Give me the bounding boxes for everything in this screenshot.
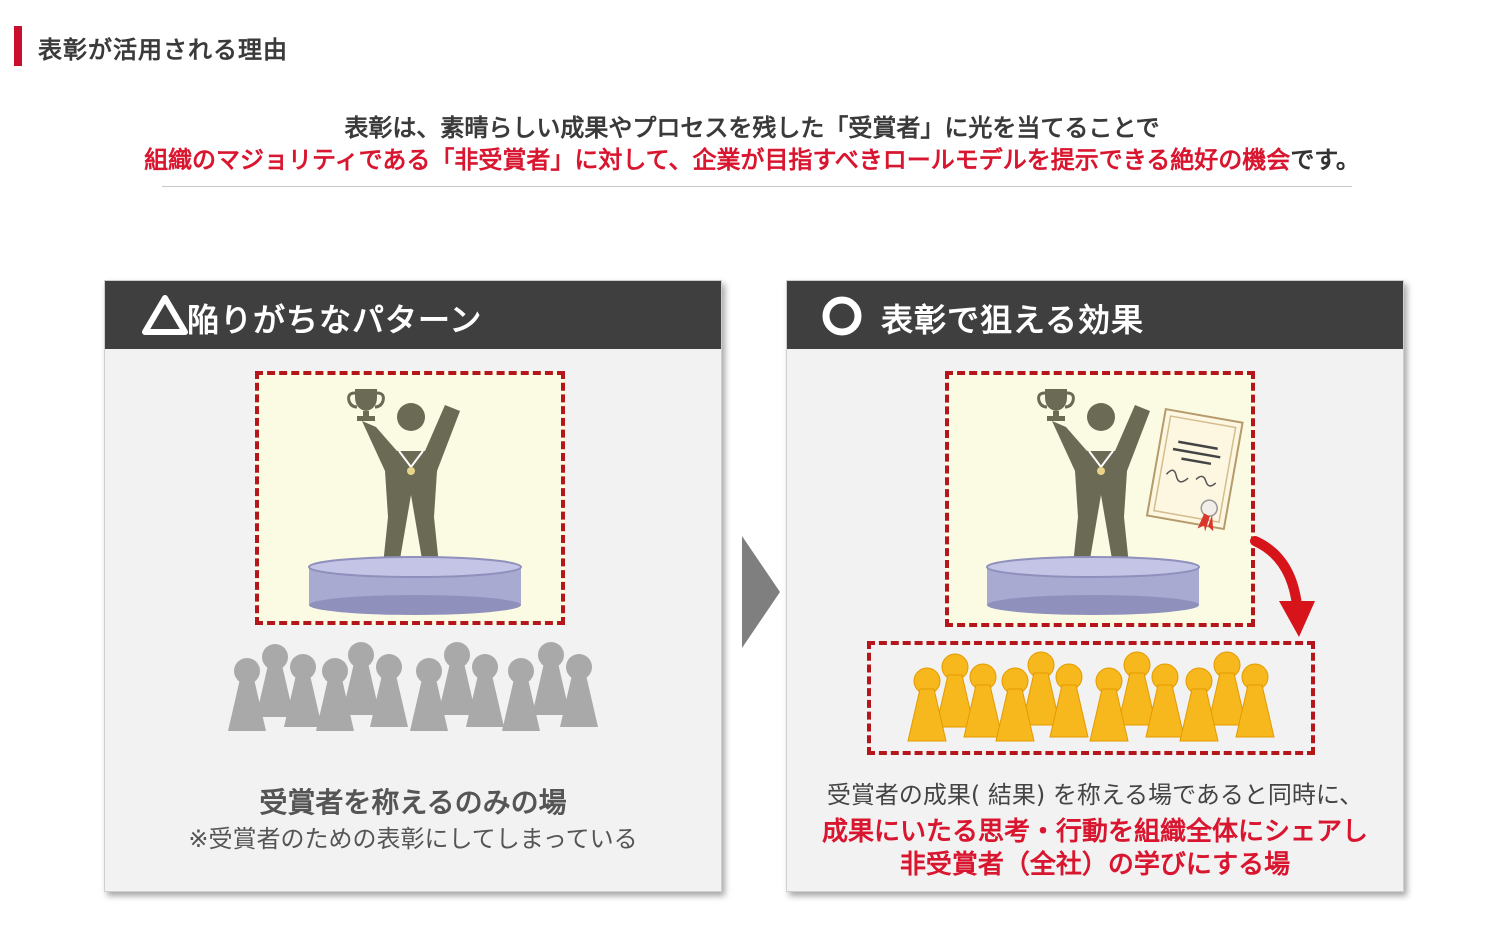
non-winners-crowd-gray: [228, 642, 598, 731]
person-figure: [362, 403, 460, 565]
podium: [986, 556, 1200, 615]
winner-on-podium-illustration: [308, 389, 522, 615]
curved-arrow-down-icon: [1250, 536, 1315, 637]
winner-stage-box: [255, 371, 565, 625]
trophy-icon: [347, 389, 385, 421]
lead-line-2: 組織のマジョリティである「非受賞者」に対して、企業が目指すべきロールモデルを提示…: [0, 140, 1504, 175]
pitfall-panel-header: 陥りがちなパターン: [105, 281, 721, 349]
winner-with-certificate-illustration: [986, 389, 1244, 615]
effect-line-1: 受賞者の成果( 結果) を称える場であると同時に、: [826, 781, 1364, 809]
trophy-icon: [1037, 389, 1075, 421]
winner-stage-box: [945, 371, 1255, 627]
effect-line-3: 非受賞者（全社）の学びにする場: [899, 850, 1291, 880]
effect-panel: 表彰で狙える効果: [786, 280, 1404, 892]
certificate-icon: [1145, 407, 1244, 532]
title-accent-bar: [14, 26, 22, 66]
non-winners-box: [867, 641, 1315, 755]
effect-panel-header: 表彰で狙える効果: [787, 281, 1403, 349]
person-figure: [1052, 403, 1150, 565]
page-title: 表彰が活用される理由: [38, 36, 288, 64]
effect-line-2: 成果にいたる思考・行動を組織全体にシェアし: [821, 817, 1368, 847]
non-winners-crowd-gold: [907, 651, 1275, 742]
triangle-icon: [142, 295, 188, 335]
chevron-right-icon: [742, 536, 780, 648]
divider: [162, 186, 1352, 187]
pitfall-note: ※受賞者のための表彰にしてしまっている: [188, 825, 638, 853]
effect-heading: 表彰で狙える効果: [881, 301, 1145, 339]
pitfall-heading: 陥りがちなパターン: [187, 301, 483, 339]
lead-line-2-end: です。: [1290, 146, 1360, 174]
pitfall-panel: 陥りがちなパターン: [104, 280, 722, 892]
podium: [308, 556, 522, 615]
circle-icon: [822, 296, 862, 336]
lead-line-1: 表彰は、素晴らしい成果やプロセスを残した「受賞者」に光を当てることで: [344, 114, 1160, 142]
pitfall-title: 受賞者を称えるのみの場: [259, 786, 567, 819]
lead-line-2-highlight: 組織のマジョリティである「非受賞者」に対して、企業が目指すべきロールモデルを提示…: [144, 146, 1291, 174]
